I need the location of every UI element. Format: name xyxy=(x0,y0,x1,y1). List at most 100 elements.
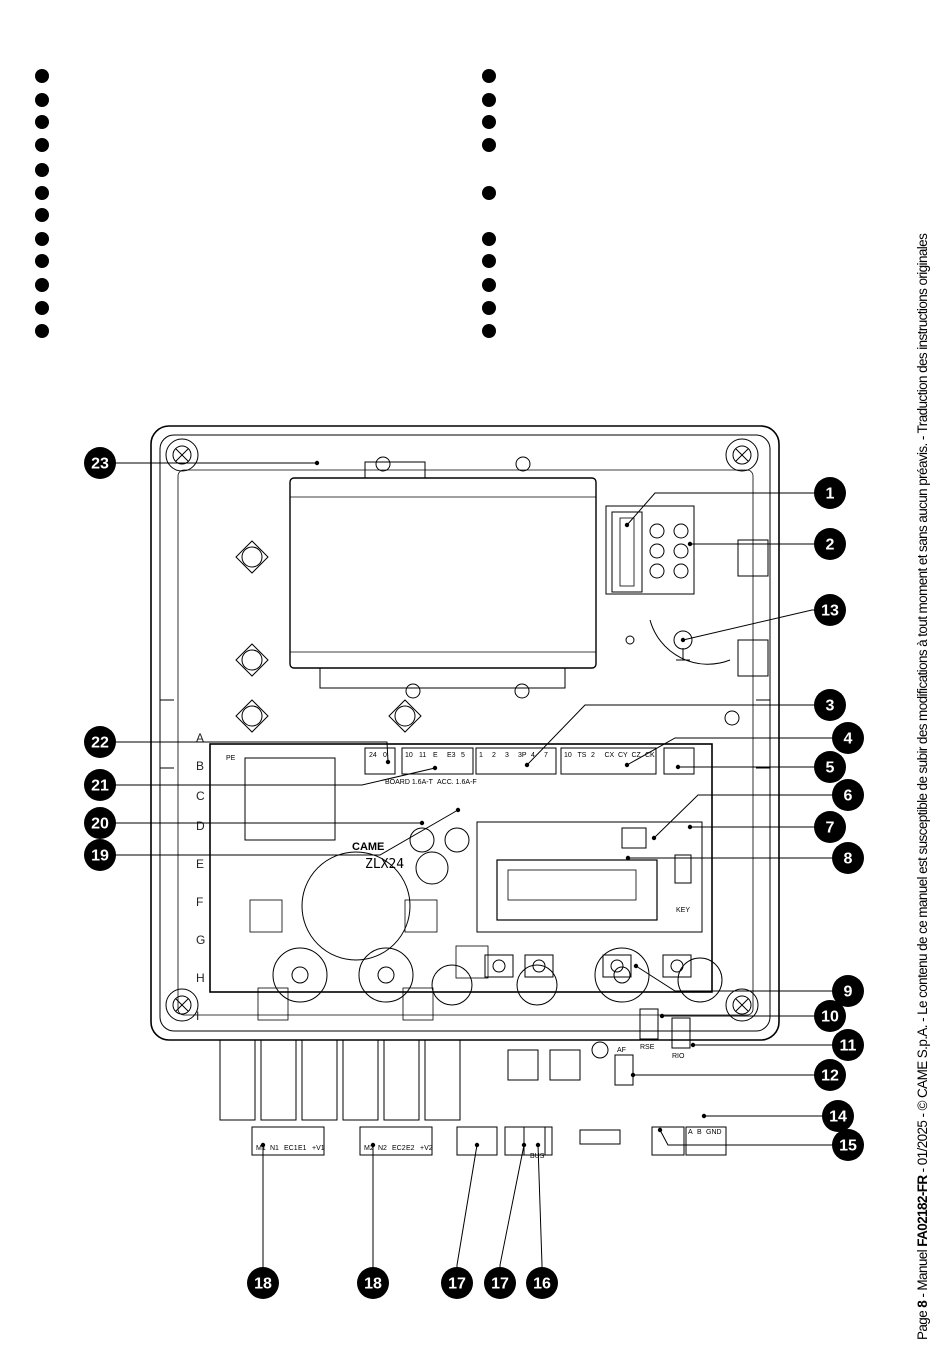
board-brand: CAME xyxy=(352,841,384,853)
bullet-right xyxy=(482,301,496,315)
terminal-label-power: E xyxy=(433,752,438,759)
leader-line-22 xyxy=(100,741,389,763)
corner-screw xyxy=(165,438,199,472)
svg-text:9: 9 xyxy=(844,984,853,1001)
svg-text:5: 5 xyxy=(826,760,835,777)
corner-screw xyxy=(725,438,759,472)
terminal-label-safety: 10 xyxy=(564,752,572,759)
terminal-label-power: 5 xyxy=(461,752,465,759)
leader-line-16 xyxy=(537,1144,543,1283)
bullet-right xyxy=(482,324,496,338)
bus-label: BUS xyxy=(530,1153,545,1160)
svg-text:14: 14 xyxy=(829,1109,847,1126)
svg-text:22: 22 xyxy=(91,735,109,752)
callout-18: 18 xyxy=(357,1267,389,1299)
page-footer: Page 8 - Manuel FA02182-FR - 01/2025 - ©… xyxy=(915,40,939,1340)
terminal-label-command: 2 xyxy=(492,752,496,759)
terminal-label-motor1: E1 xyxy=(298,1145,307,1152)
callout-leaders xyxy=(100,460,848,1283)
bullet-right xyxy=(482,254,496,268)
terminal-label-safety: 2 xyxy=(591,752,595,759)
svg-text:12: 12 xyxy=(821,1068,839,1085)
callout-16: 16 xyxy=(526,1267,558,1299)
callout-4: 4 xyxy=(832,722,864,754)
leader-dot xyxy=(657,1127,663,1133)
callout-12: 12 xyxy=(814,1059,846,1091)
callout-11: 11 xyxy=(832,1029,864,1061)
terminal-label-power: 10 xyxy=(405,752,413,759)
callout-7: 7 xyxy=(814,811,846,843)
bullet-left xyxy=(35,138,49,152)
terminal-label-24v: 24 xyxy=(369,752,377,759)
leader-dot xyxy=(419,820,425,826)
svg-text:3: 3 xyxy=(826,698,835,715)
terminal-label-command: 3 xyxy=(505,752,509,759)
callout-13: 13 xyxy=(814,594,846,626)
callout-22: 22 xyxy=(84,726,116,758)
bullet-left xyxy=(35,69,49,83)
footer-notice: - 01/2025 - © CAME S.p.A. - Le contenu d… xyxy=(915,233,930,1176)
terminal-label-motor1: +V1 xyxy=(312,1145,325,1152)
row-letter: B xyxy=(196,759,204,773)
footer-manual-label: - Manuel xyxy=(915,1246,930,1301)
leader-line-3 xyxy=(526,704,830,766)
leader-dot xyxy=(625,855,631,861)
terminal-label-power: 11 xyxy=(419,752,426,759)
row-letter: D xyxy=(196,819,205,833)
svg-text:2: 2 xyxy=(826,537,835,554)
terminal-label-command: 7 xyxy=(544,752,548,759)
leader-dot xyxy=(680,637,686,643)
terminal-label-command: 3P xyxy=(518,752,527,759)
callout-14: 14 xyxy=(822,1100,854,1132)
terminal-label-24v: 0 xyxy=(383,752,387,759)
callout-9: 9 xyxy=(832,975,864,1007)
leader-dot xyxy=(659,1013,665,1019)
callout-6: 6 xyxy=(832,779,864,811)
svg-text:18: 18 xyxy=(254,1276,272,1293)
footer-manual-code: FA02182-FR xyxy=(915,1175,930,1247)
bullet-right xyxy=(482,278,496,292)
leader-dot xyxy=(385,759,391,765)
rse-label: RSE xyxy=(640,1044,655,1051)
leader-dot xyxy=(474,1142,480,1148)
corner-screw xyxy=(725,988,759,1022)
callout-15: 15 xyxy=(832,1129,864,1161)
leader-line-17 xyxy=(456,1144,478,1283)
callout-21: 21 xyxy=(84,769,116,801)
row-letter: I xyxy=(196,1009,199,1023)
bullet-left xyxy=(35,278,49,292)
svg-text:8: 8 xyxy=(844,851,853,868)
leader-line-13 xyxy=(682,609,830,641)
leader-dot xyxy=(630,1072,636,1078)
footer-prefix: Page xyxy=(915,1307,930,1340)
bullet-left xyxy=(35,301,49,315)
mounting-boss xyxy=(235,540,740,733)
terminal-label-motor1: N1 xyxy=(270,1145,279,1152)
bullet-left xyxy=(35,93,49,107)
row-letter: C xyxy=(196,789,205,803)
bullet-right xyxy=(482,115,496,129)
leader-line-9 xyxy=(635,965,848,992)
svg-text:16: 16 xyxy=(533,1276,551,1293)
leader-line-17 xyxy=(499,1144,525,1283)
bullet-left xyxy=(35,324,49,338)
svg-text:6: 6 xyxy=(844,788,853,805)
row-letter: G xyxy=(196,933,205,947)
board-fuse-label: BOARD 1.6A-T xyxy=(385,779,434,786)
leader-dot xyxy=(687,541,693,547)
svg-text:18: 18 xyxy=(364,1276,382,1293)
leader-line-19 xyxy=(100,809,459,856)
rio-label: RIO xyxy=(672,1053,685,1060)
svg-text:17: 17 xyxy=(491,1276,509,1293)
terminal-label-safety: CX xyxy=(605,752,615,759)
bullet-left xyxy=(35,186,49,200)
terminal-label-rs485: B xyxy=(697,1129,702,1136)
bullet-right xyxy=(482,93,496,107)
terminal-label-command: 4 xyxy=(531,752,535,759)
terminal-label-safety: CY xyxy=(618,752,628,759)
leader-dot xyxy=(432,765,438,771)
footer-page-number: 8 xyxy=(915,1300,930,1308)
bullet-left xyxy=(35,254,49,268)
